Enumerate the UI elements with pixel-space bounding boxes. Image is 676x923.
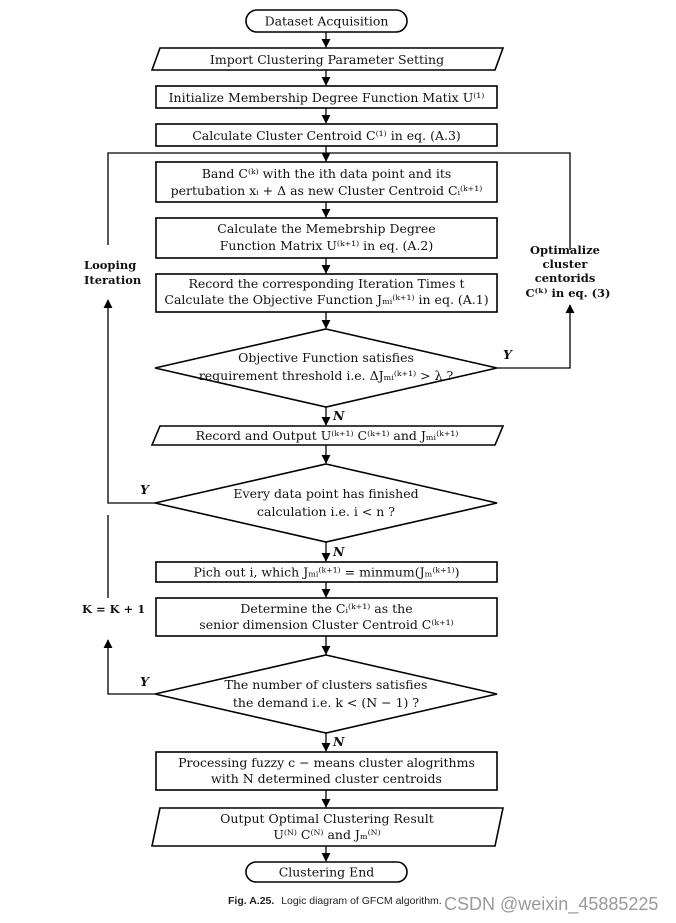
decision-data-points-finished-line2: calculation i.e. i < n ? [257,504,395,519]
node-calculate-membership-matrix: Calculate the Memebrship Degree Function… [155,217,498,259]
decision-cluster-number: The number of clusters satisfies the dem… [154,654,498,734]
k-increment-label: K = K + 1 [82,602,145,616]
node-band-centroid: Band C⁽ᵏ⁾ with the ith data point and it… [155,161,498,203]
node-pick-out-label: Pich out i, which Jₘᵢ⁽ᵏ⁺¹⁾ = minmum(Jₘ⁽ᵏ… [193,565,459,580]
node-import-parameters: Import Clustering Parameter Setting [150,47,505,71]
node-calculate-membership-matrix-line2: Function Matrix U⁽ᵏ⁺¹⁾ in eq. (A.2) [220,238,434,253]
optimalize-label-line3: centorids [535,271,596,285]
node-band-centroid-line2: pertubation xᵢ + Δ as new Cluster Centro… [171,183,483,198]
node-band-centroid-line1: Band C⁽ᵏ⁾ with the ith data point and it… [202,166,452,181]
edge-decision3-yes [103,639,155,695]
edge-decision1-yes [497,304,575,369]
node-output-result: Output Optimal Clustering Result U⁽ᴺ⁾ C⁽… [151,807,504,847]
node-output-result-line2: U⁽ᴺ⁾ C⁽ᴺ⁾ and Jₘ⁽ᴺ⁾ [273,827,380,842]
node-record-objective-line1: Record the corresponding Iteration Times… [189,276,465,291]
node-import-parameters-label: Import Clustering Parameter Setting [210,52,444,67]
node-output-result-line1: Output Optimal Clustering Result [220,811,434,826]
decision-cluster-number-line1: The number of clusters satisfies [225,677,428,692]
figure-caption-text: Logic diagram of GFCM algorithm. [281,895,441,907]
decision3-yes-label: Y [140,674,150,689]
node-initialize-matrix-label: Initialize Membership Degree Function Ma… [169,90,485,105]
node-dataset-acquisition: Dataset Acquisition [245,9,408,33]
edge-optimalize-to-band [326,152,571,250]
node-calculate-centroid: Calculate Cluster Centroid C⁽¹⁾ in eq. (… [155,123,498,147]
node-record-objective: Record the corresponding Iteration Times… [155,273,498,313]
optimalize-label-line2: cluster [543,257,589,271]
node-determine-centroid: Determine the Cᵢ⁽ᵏ⁺¹⁾ as the senior dime… [155,597,498,637]
decision-data-points-finished-line1: Every data point has finished [233,486,418,501]
node-determine-centroid-line1: Determine the Cᵢ⁽ᵏ⁺¹⁾ as the [240,601,412,616]
edge-decision2-yes [103,299,155,504]
decision-objective-threshold-line1: Objective Function satisfies [238,350,414,365]
watermark: CSDN @weixin_45885225 [444,894,658,915]
edge-looping-to-band [107,152,326,245]
decision1-no-label: N [332,408,345,423]
optimalize-label-line1: Optimalize [530,243,600,257]
looping-iteration-label-line1: Looping [84,258,136,272]
node-record-objective-line2: Calculate the Objective Function Jₘᵢ⁽ᵏ⁺¹… [164,292,488,307]
figure-caption: Fig. A.25. Logic diagram of GFCM algorit… [228,895,442,907]
node-determine-centroid-line2: senior dimension Cluster Centroid C⁽ᵏ⁺¹⁾ [199,617,453,632]
decision-cluster-number-line2: the demand i.e. k < (N − 1) ? [233,695,420,710]
decision1-yes-label: Y [503,347,513,362]
decision-objective-threshold: Objective Function satisfies requirement… [154,328,498,408]
node-record-output-label: Record and Output U⁽ᵏ⁺¹⁾ C⁽ᵏ⁺¹⁾ and Jₘᵢ⁽… [196,428,459,443]
node-clustering-end: Clustering End [245,861,408,883]
node-pick-out: Pich out i, which Jₘᵢ⁽ᵏ⁺¹⁾ = minmum(Jₘ⁽ᵏ… [155,561,498,583]
node-processing-fcm-line2: with N determined cluster centroids [211,771,442,786]
node-processing-fcm: Processing fuzzy c − means cluster alogr… [155,751,498,791]
figure-caption-label: Fig. A.25. [228,895,274,907]
decision2-no-label: N [332,544,345,559]
decision3-no-label: N [332,734,345,749]
optimalize-label-line4: C⁽ᵏ⁾ in eq. (3) [525,286,610,300]
decision-objective-threshold-line2: requirement threshold i.e. ΔJₘᵢ⁽ᵏ⁺¹⁾ > λ… [199,368,454,383]
node-record-output: Record and Output U⁽ᵏ⁺¹⁾ C⁽ᵏ⁺¹⁾ and Jₘᵢ⁽… [150,425,505,446]
node-calculate-membership-matrix-line1: Calculate the Memebrship Degree [217,221,435,236]
node-dataset-acquisition-label: Dataset Acquisition [265,14,389,29]
node-processing-fcm-line1: Processing fuzzy c − means cluster alogr… [178,755,475,770]
node-calculate-centroid-label: Calculate Cluster Centroid C⁽¹⁾ in eq. (… [192,128,461,143]
decision2-yes-label: Y [140,482,150,497]
looping-iteration-label-line2: Iteration [84,273,142,287]
node-clustering-end-label: Clustering End [279,865,375,880]
node-initialize-matrix: Initialize Membership Degree Function Ma… [155,85,498,109]
decision-data-points-finished: Every data point has finished calculatio… [154,463,498,543]
